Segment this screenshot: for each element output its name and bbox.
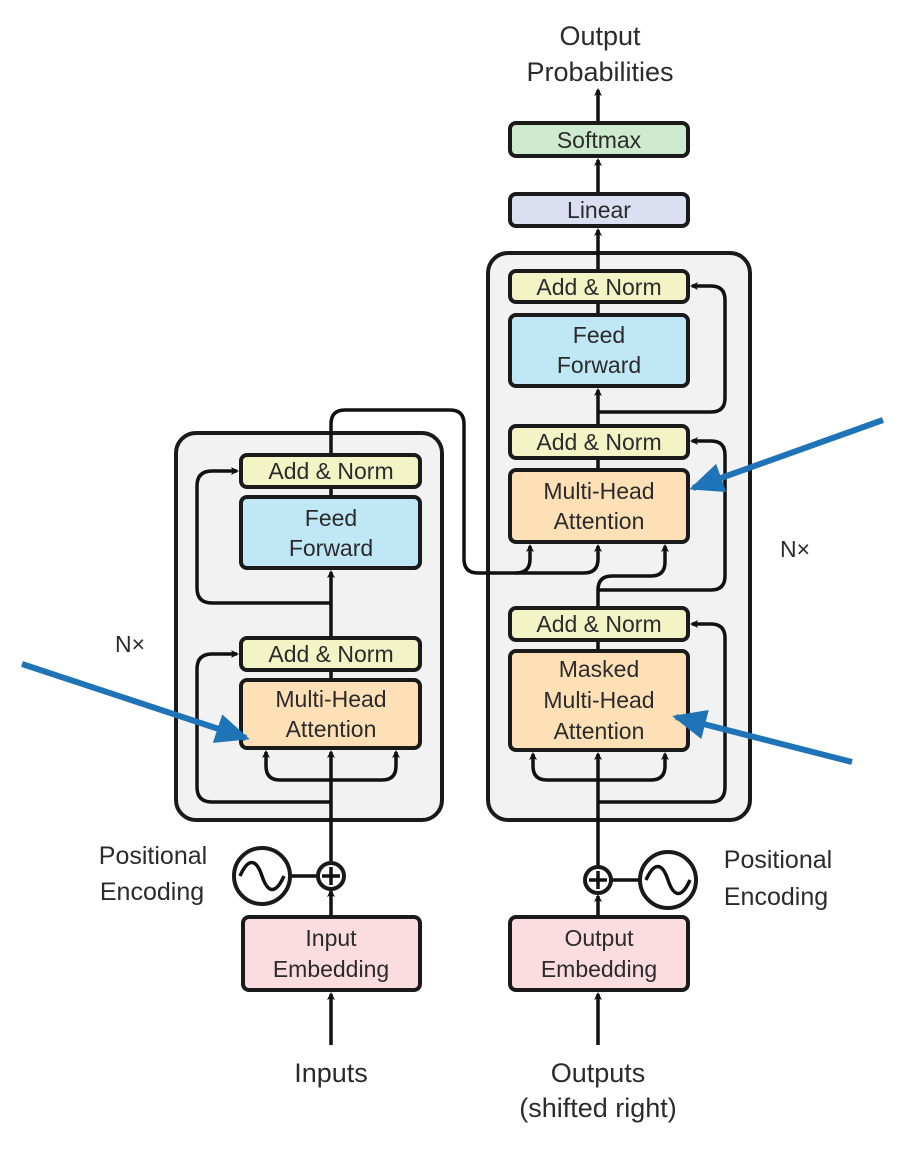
- decoder-multi-head-attention: Multi-Head Attention: [508, 468, 690, 544]
- output-label-line1: Output: [559, 21, 641, 51]
- annotation-arrow-decoder-masked-attention: [672, 709, 853, 765]
- encoder-multi-head-attention: Multi-Head Attention: [239, 678, 422, 750]
- softmax-label: Softmax: [557, 127, 642, 153]
- decoder-mha-line2: Attention: [554, 508, 645, 534]
- decoder-add-norm-bottom: Add & Norm: [508, 606, 690, 642]
- encoder-connectors: [195, 408, 602, 1045]
- encoder-add-norm-bottom: Add & Norm: [239, 636, 422, 672]
- decoder-add-norm-top-label: Add & Norm: [536, 274, 661, 300]
- encoder-positional-line2: Encoding: [100, 878, 204, 906]
- decoder-add-norm-top: Add & Norm: [508, 269, 690, 304]
- annotation-arrow-decoder-cross-attention: [689, 417, 885, 493]
- decoder-ff-line1: Feed: [573, 322, 625, 348]
- decoder-feed-forward: Feed Forward: [508, 313, 690, 388]
- encoder-mha-line2: Attention: [286, 716, 377, 742]
- encoder-positional-encoding: Positional Encoding: [99, 842, 346, 906]
- encoder-repeat-label: N×: [115, 631, 145, 657]
- encoder-feed-forward: Feed Forward: [239, 495, 422, 570]
- decoder-mha-line1: Multi-Head: [543, 478, 654, 504]
- decoder-add-norm-bottom-label: Add & Norm: [536, 611, 661, 637]
- outputs-label-line2: (shifted right): [519, 1093, 677, 1123]
- decoder-masked-line3: Attention: [554, 718, 645, 744]
- decoder-repeat-label: N×: [780, 536, 810, 562]
- input-embedding-line2: Embedding: [273, 956, 389, 982]
- decoder-ff-line2: Forward: [557, 352, 641, 378]
- encoder-mha-line1: Multi-Head: [275, 686, 386, 712]
- decoder-masked-line1: Masked: [559, 656, 640, 682]
- decoder-masked-line2: Multi-Head: [543, 687, 654, 713]
- annotation-arrow-encoder-attention: [21, 661, 250, 743]
- input-embedding: Input Embedding: [241, 915, 422, 992]
- input-embedding-line1: Input: [305, 925, 357, 951]
- output-embedding-line2: Embedding: [541, 956, 657, 982]
- softmax-box: Softmax: [508, 121, 690, 158]
- encoder-add-norm-top-label: Add & Norm: [268, 458, 393, 484]
- decoder-positional-line2: Encoding: [724, 883, 828, 911]
- outputs-label-line1: Outputs: [551, 1058, 646, 1088]
- encoder-add-norm-bottom-label: Add & Norm: [268, 641, 393, 667]
- output-embedding-line1: Output: [564, 925, 634, 951]
- encoder-block: [174, 431, 444, 822]
- linear-label: Linear: [567, 197, 631, 223]
- decoder-add-norm-mid-label: Add & Norm: [536, 429, 661, 455]
- decoder-add-norm-mid: Add & Norm: [508, 424, 690, 460]
- encoder-ff-line2: Forward: [289, 535, 373, 561]
- output-embedding: Output Embedding: [508, 915, 690, 992]
- encoder-add-norm-top: Add & Norm: [239, 453, 422, 489]
- encoder-positional-line1: Positional: [99, 842, 207, 870]
- encoder-ff-line1: Feed: [305, 505, 357, 531]
- inputs-label: Inputs: [294, 1058, 368, 1088]
- decoder-positional-encoding: Positional Encoding: [583, 846, 832, 911]
- decoder-masked-multi-head-attention: Masked Multi-Head Attention: [508, 649, 690, 752]
- decoder-connectors: [529, 88, 727, 1045]
- linear-box: Linear: [508, 192, 690, 228]
- output-label-line2: Probabilities: [526, 57, 673, 87]
- decoder-positional-line1: Positional: [724, 846, 832, 874]
